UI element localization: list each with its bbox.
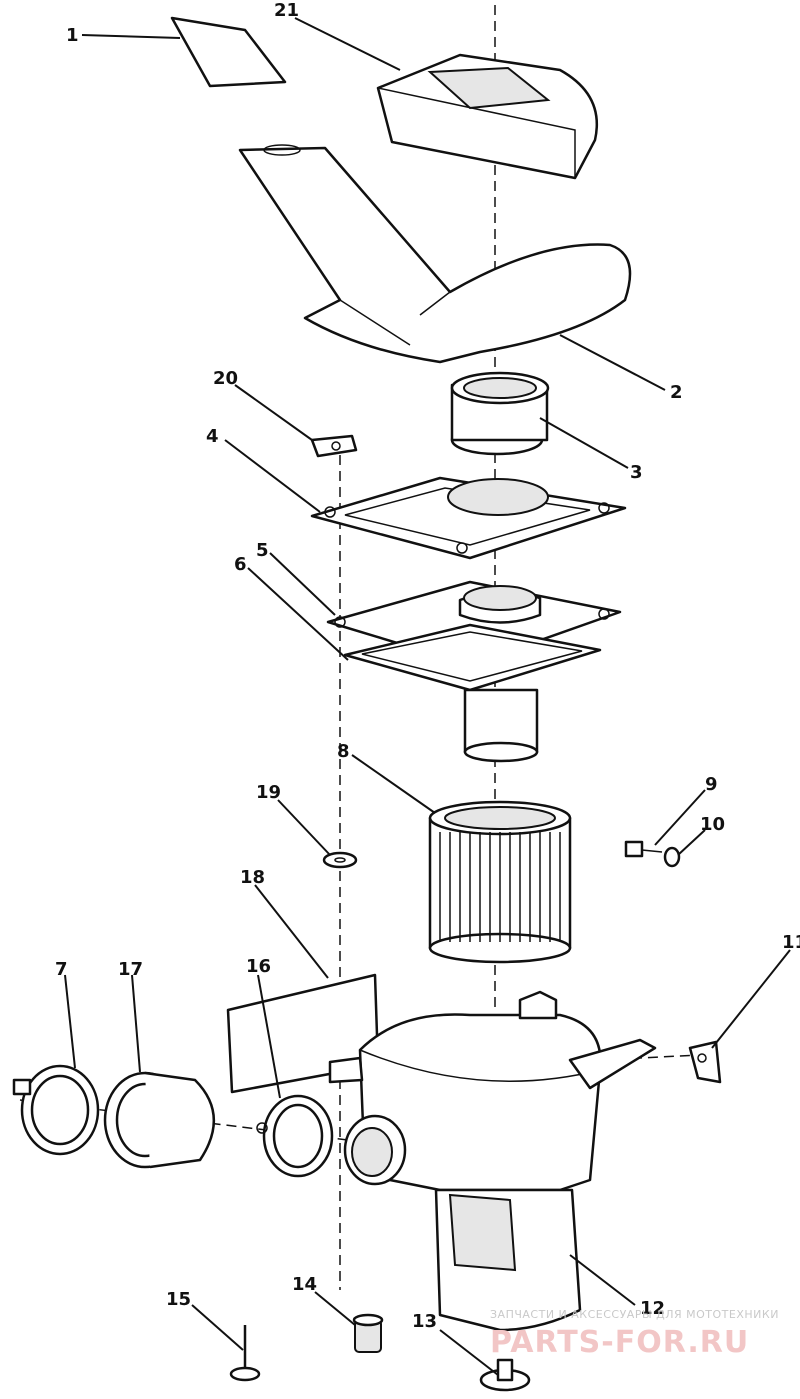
part-20-nut xyxy=(310,434,358,458)
part-15-screw xyxy=(229,1325,261,1382)
part-4-top-plate xyxy=(310,476,627,560)
label-part-4: 4 xyxy=(206,426,219,447)
part-12-airbox-body xyxy=(328,990,657,1332)
label-part-11: 11 xyxy=(782,932,800,953)
part-16-clamp xyxy=(256,1094,334,1178)
part-9-bolt xyxy=(624,840,663,858)
watermark: ЗАПЧАСТИ И АКСЕССУАРЫ ДЛЯ МОТОТЕХНИКИ PA… xyxy=(490,1308,779,1360)
label-part-21: 21 xyxy=(274,0,299,21)
part-11-clip xyxy=(688,1040,722,1084)
label-part-8: 8 xyxy=(337,741,350,762)
part-labels: 1 2 3 4 5 6 7 8 9 10 11 12 13 14 15 16 1… xyxy=(55,0,800,1332)
label-part-1: 1 xyxy=(66,25,79,46)
watermark-brand: PARTS-FOR.RU xyxy=(490,1325,749,1360)
part-10-washer xyxy=(663,846,681,868)
label-part-2: 2 xyxy=(670,382,683,403)
part-13-drain-valve xyxy=(479,1358,531,1392)
label-part-12: 12 xyxy=(640,1298,665,1319)
label-part-16: 16 xyxy=(246,956,271,977)
part-17-intake-duct xyxy=(103,1071,215,1169)
part-21-foam-block xyxy=(376,53,599,180)
label-part-6: 6 xyxy=(234,554,247,575)
part-7-clamp-ring xyxy=(12,1064,100,1156)
label-part-19: 19 xyxy=(256,782,281,803)
label-part-14: 14 xyxy=(292,1274,317,1295)
part-14-grommet xyxy=(352,1313,384,1353)
watermark-tagline: ЗАПЧАСТИ И АКСЕССУАРЫ ДЛЯ МОТОТЕХНИКИ xyxy=(490,1308,779,1321)
label-part-13: 13 xyxy=(412,1311,437,1332)
label-part-15: 15 xyxy=(166,1289,191,1310)
part-8-air-filter xyxy=(428,800,572,964)
part-2-intake-cover xyxy=(238,144,632,364)
part-6-lid-gasket xyxy=(343,623,602,763)
label-part-3: 3 xyxy=(630,462,643,483)
label-part-9: 9 xyxy=(705,774,718,795)
label-part-10: 10 xyxy=(700,814,725,835)
label-part-17: 17 xyxy=(118,959,143,980)
label-part-5: 5 xyxy=(256,540,269,561)
part-3-rubber-boot xyxy=(450,371,550,456)
part-5-airbox-lid xyxy=(326,580,622,667)
label-part-18: 18 xyxy=(240,867,265,888)
leader-lines xyxy=(64,17,791,1376)
part-19-washer xyxy=(322,851,358,869)
label-part-20: 20 xyxy=(213,368,238,389)
part-1-decal xyxy=(170,16,287,88)
label-part-7: 7 xyxy=(55,959,68,980)
